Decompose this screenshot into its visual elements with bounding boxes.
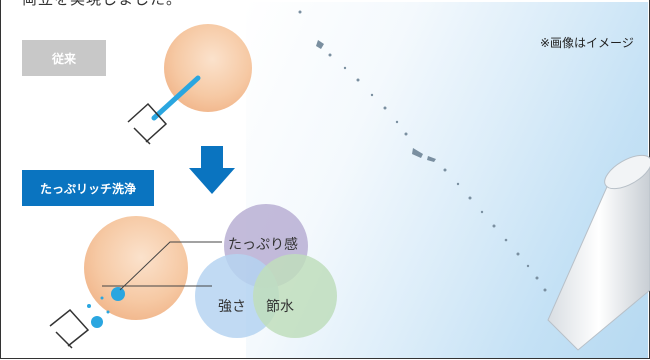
intro-text: 両立を実現しました。 — [22, 0, 182, 9]
water-stream — [298, 10, 547, 292]
venn-diagram — [195, 204, 337, 338]
nozzle-new-icon — [49, 308, 90, 349]
leader-lines — [102, 241, 222, 291]
nozzle-pipe — [547, 154, 650, 351]
venn-label-top: たっぷり感 — [228, 237, 298, 253]
label-rich-wash: たっぷリッチ洗浄 — [22, 170, 154, 206]
down-arrow-icon — [189, 146, 235, 194]
skin-new — [84, 216, 188, 320]
label-conventional: 従来 — [22, 40, 106, 76]
venn-label-left: 強さ — [218, 299, 246, 315]
droplets — [87, 287, 125, 328]
nozzle-old-icon — [127, 102, 168, 145]
image-note: ※画像はイメージ — [540, 36, 634, 50]
venn-label-right: 節水 — [266, 299, 294, 315]
stream-old — [151, 75, 201, 121]
